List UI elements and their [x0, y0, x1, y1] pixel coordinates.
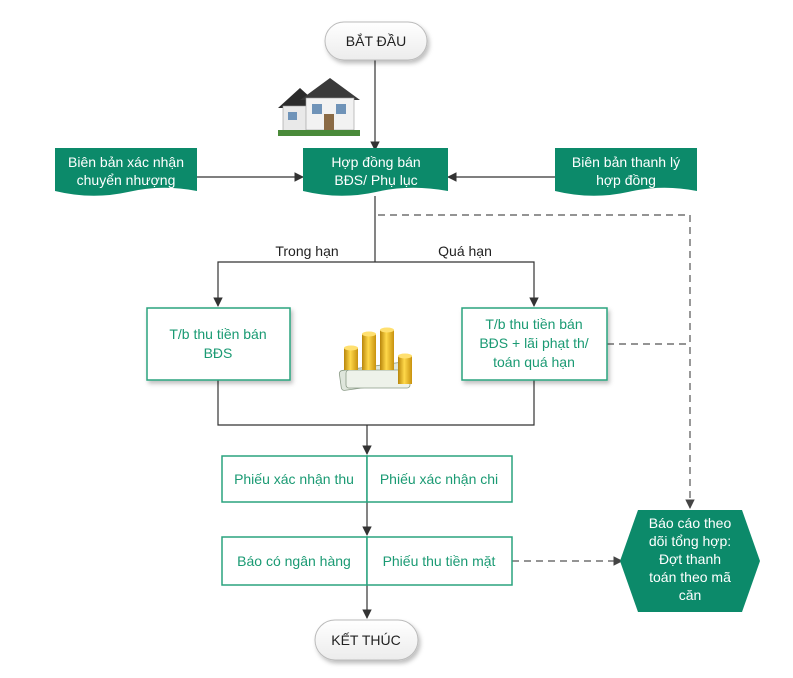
- cash-receipt-node: [366, 536, 513, 586]
- liquidation-doc-label-2: hợp đồng: [596, 172, 656, 188]
- report-node: [620, 510, 760, 612]
- notice-on-time-node: [146, 307, 291, 381]
- branch-overdue-label: Quá hạn: [438, 243, 492, 259]
- house-icon: [278, 78, 360, 136]
- receipt-confirm-label: Phiếu xác nhận thu: [234, 471, 354, 487]
- notice-overdue-label-2: BĐS + lãi phạt th/: [479, 335, 588, 351]
- coins-money-icon: [338, 327, 412, 391]
- branch-on-time-label: Trong hạn: [275, 243, 338, 259]
- contract-label-1: Hợp đồng bán: [331, 154, 420, 170]
- end-node: [314, 619, 419, 661]
- notice-on-time-label-2: BĐS: [204, 345, 233, 361]
- dashed-connectors: [378, 214, 695, 566]
- notice-overdue-label-1: T/b thu tiền bán: [485, 316, 582, 332]
- receipt-confirm-node: [221, 455, 368, 503]
- liquidation-doc-node: [555, 148, 697, 196]
- report-label-1: Báo cáo theo: [649, 515, 732, 531]
- notice-overdue-label-3: toán quá hạn: [493, 354, 575, 370]
- notice-overdue-node: [461, 307, 608, 381]
- end-label: KẾT THÚC: [331, 632, 401, 648]
- notice-on-time-label-1: T/b thu tiền bán: [169, 326, 266, 342]
- transfer-doc-label-1: Biên bản xác nhận: [68, 154, 184, 170]
- contract-label-2: BĐS/ Phụ lục: [334, 172, 417, 188]
- start-label: BẮT ĐẦU: [346, 32, 406, 49]
- contract-node: [303, 148, 448, 196]
- bank-credit-label: Báo có ngân hàng: [237, 553, 351, 569]
- liquidation-doc-label-1: Biên bản thanh lý: [572, 154, 680, 170]
- connectors: [197, 60, 555, 619]
- report-label-2: dõi tổng hợp:: [649, 533, 731, 549]
- start-node: [324, 21, 428, 61]
- report-label-4: toán theo mã: [649, 569, 731, 585]
- cash-receipt-label: Phiếu thu tiền mặt: [383, 553, 496, 569]
- report-label-5: căn: [679, 587, 702, 603]
- transfer-doc-node: [55, 148, 197, 196]
- payment-confirm-label: Phiếu xác nhận chi: [380, 471, 498, 487]
- payment-confirm-node: [366, 455, 513, 503]
- transfer-doc-label-2: chuyển nhượng: [77, 172, 176, 188]
- report-label-3: Đợt thanh: [659, 551, 721, 567]
